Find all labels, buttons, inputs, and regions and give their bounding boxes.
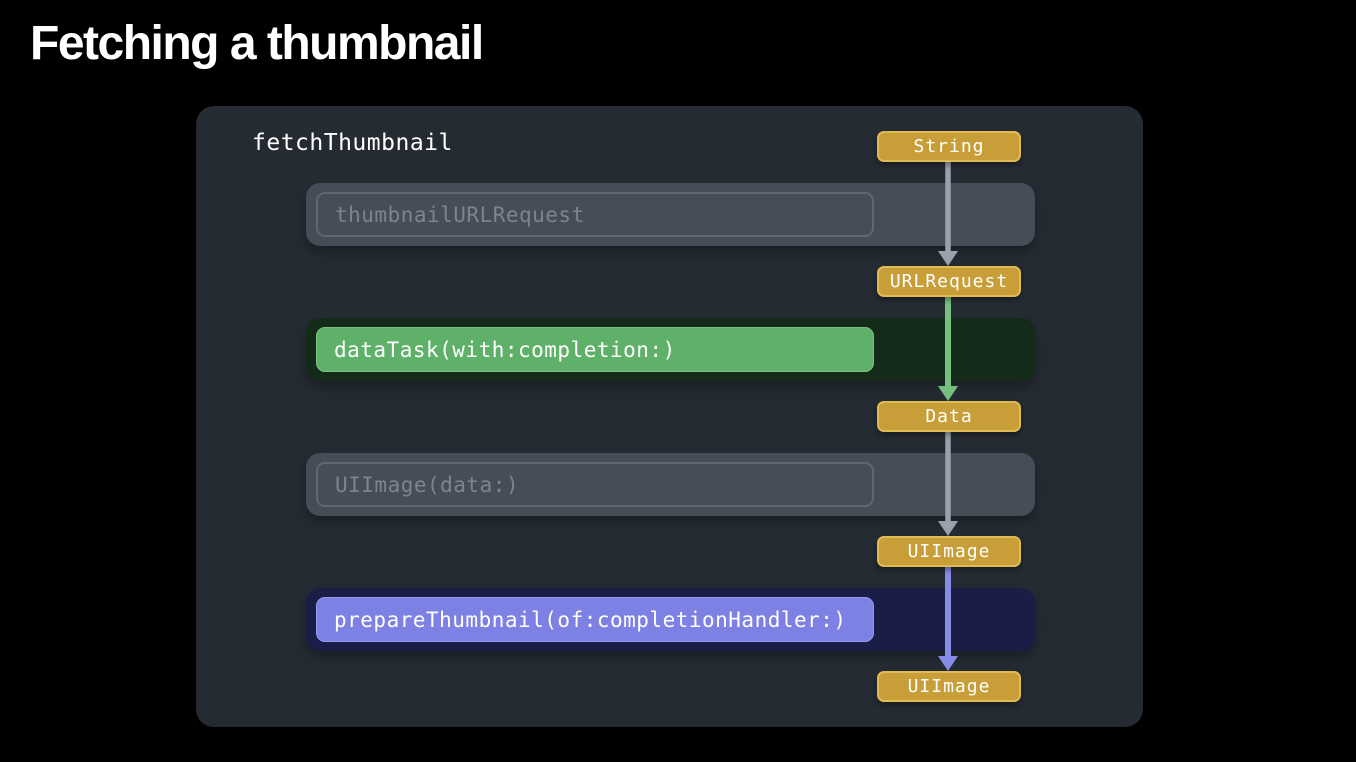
arrow-data-to-uiimage-icon [938,432,958,536]
type-badge-uiimage-2: UIImage [877,671,1021,702]
arrow-uiimage-to-uiimage-icon [938,567,958,671]
step-label-uiimage-init: UIImage(data:) [335,472,520,497]
function-name-label: fetchThumbnail [252,130,453,156]
step-label-datatask: dataTask(with:completion:) [334,337,676,362]
step-row-preparethumbnail: prepareThumbnail(of:completionHandler:) [306,588,1035,651]
step-label-thumbnailurlrequest: thumbnailURLRequest [335,202,585,227]
slide-title: Fetching a thumbnail [30,17,484,70]
type-badge-uiimage-1: UIImage [877,536,1021,567]
step-box-datatask: dataTask(with:completion:) [316,327,874,372]
step-label-preparethumbnail: prepareThumbnail(of:completionHandler:) [334,607,847,632]
type-badge-string: String [877,131,1021,162]
step-row-uiimage-init: UIImage(data:) [306,453,1035,516]
fetch-thumbnail-panel: fetchThumbnail thumbnailURLRequest dataT… [196,106,1143,727]
step-box-thumbnailurlrequest: thumbnailURLRequest [316,192,874,237]
step-row-datatask: dataTask(with:completion:) [306,318,1035,381]
type-badge-urlrequest: URLRequest [877,266,1021,297]
step-box-uiimage-init: UIImage(data:) [316,462,874,507]
step-box-preparethumbnail: prepareThumbnail(of:completionHandler:) [316,597,874,642]
type-badge-data: Data [877,401,1021,432]
arrow-urlrequest-to-data-icon [938,297,958,401]
step-row-thumbnailurlrequest: thumbnailURLRequest [306,183,1035,246]
arrow-string-to-urlrequest-icon [938,162,958,266]
